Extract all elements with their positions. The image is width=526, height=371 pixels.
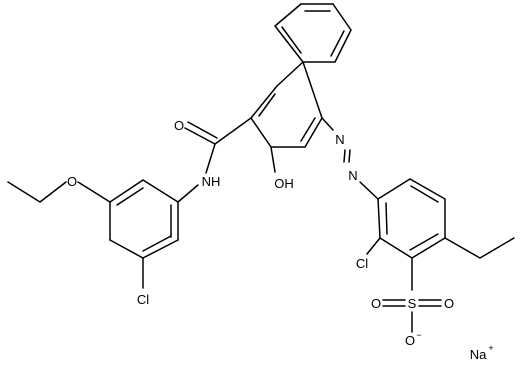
atom-label-chloro-left: Cl [137, 292, 149, 307]
charge-sodium-positive: + [488, 343, 493, 353]
chloro-sulfo-phenyl-ring [377, 178, 446, 259]
ethoxy-chain [7, 181, 111, 203]
atom-label-sulfur: S [408, 296, 417, 311]
atom-label-sodium: Na [470, 347, 487, 362]
atom-label-amide-nh: NH [202, 174, 221, 189]
atom-label-sulfonyl-oxygen-left: O [371, 296, 381, 311]
atom-label-chloro-right: Cl [356, 256, 368, 271]
atom-label-azo-n1: N [335, 132, 344, 147]
atom-label-azo-n2: N [348, 168, 357, 183]
sulfonate-group [382, 257, 442, 333]
ethyl-chain [444, 237, 515, 259]
atom-label-hydroxyl: OH [274, 176, 294, 191]
chloro-ethoxy-phenyl-ring [109, 179, 179, 259]
chloro-bond-right [366, 237, 381, 255]
naphthalene-upper-ring [274, 3, 352, 63]
charge-sulfonate-negative: − [416, 330, 421, 340]
amide-group [177, 117, 252, 203]
azo-group [321, 117, 379, 200]
atom-label-ether-oxygen: O [67, 174, 77, 189]
atom-label-sulfonate-oxygen: O [405, 333, 415, 348]
naphthalene-lower-ring [250, 61, 323, 148]
atom-label-sulfonyl-oxygen-right: O [444, 296, 454, 311]
hydroxyl-bond [270, 146, 276, 173]
atom-label-oxygen-carbonyl: O [174, 118, 184, 133]
